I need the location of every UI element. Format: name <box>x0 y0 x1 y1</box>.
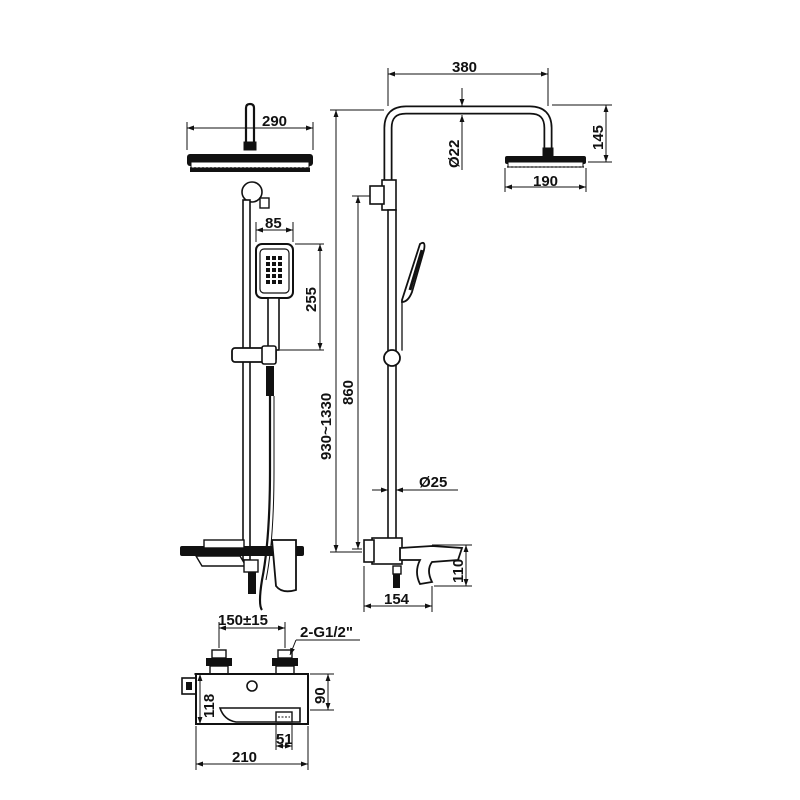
dim-label-head-offset: 145 <box>590 125 607 150</box>
dim-arm-length: 380 <box>387 59 549 106</box>
dim-head-width: 290 <box>186 113 314 150</box>
dim-label-body-width: 210 <box>232 749 257 766</box>
dim-label-valve-depth: 154 <box>384 591 410 608</box>
dim-label-inlet-thread: 2-G1/2" <box>300 624 353 641</box>
dim-label-head-diameter: 190 <box>533 173 558 190</box>
side-hand-shower <box>401 241 426 351</box>
dim-spout-width: 51 <box>275 724 293 750</box>
dim-label-valve-height: 110 <box>450 559 467 583</box>
front-mixer <box>243 539 297 594</box>
side-slide-holder <box>383 349 401 367</box>
dim-label-handset-height: 255 <box>303 287 320 312</box>
dim-body-height: 90 <box>310 673 334 711</box>
head-connector <box>243 141 257 151</box>
front-hand-shower <box>255 243 294 351</box>
dim-label-pipe-diameter: Ø22 <box>446 140 463 168</box>
diverter-knob <box>241 181 263 203</box>
hose-connector <box>266 366 274 396</box>
dim-outlet-height: 118 <box>194 673 218 724</box>
front-shower-head <box>187 154 313 172</box>
dim-rod-diameter: Ø25 <box>372 474 458 493</box>
riser-top-hook <box>244 102 256 150</box>
dim-height-range: 930~1330 <box>318 109 384 553</box>
valve-inlet-right <box>272 649 298 675</box>
diverter-valve <box>259 197 270 209</box>
dim-handset-width: 85 <box>255 215 294 242</box>
dim-head-offset: 145 <box>552 104 612 163</box>
side-head-connector <box>542 147 554 157</box>
dim-handset-height: 255 <box>280 243 324 351</box>
dim-label-slide-height: 860 <box>340 380 357 405</box>
dim-label-head-width: 290 <box>262 113 287 130</box>
dim-slide-height: 860 <box>340 195 370 550</box>
dim-label-rod-diameter: Ø25 <box>419 474 447 491</box>
dim-pipe-diameter: Ø22 <box>446 88 465 170</box>
valve-button <box>246 680 258 692</box>
hose <box>258 396 272 611</box>
dim-valve-height: 110 <box>432 544 472 587</box>
dim-body-width: 210 <box>195 726 309 770</box>
side-mixer <box>363 537 464 588</box>
valve-inlet-left <box>206 649 232 675</box>
riser-pipe <box>242 199 251 561</box>
dim-label-inlet-spacing: 150±15 <box>218 612 268 629</box>
side-shower-head <box>505 156 586 168</box>
dim-valve-depth: 154 <box>363 566 433 612</box>
dim-label-spout-width: 51 <box>276 731 293 748</box>
dim-head-diameter: 190 <box>504 168 587 192</box>
dim-label-body-height: 90 <box>312 687 329 704</box>
dim-inlet-spacing: 150±15 <box>218 612 286 648</box>
dim-label-handset-width: 85 <box>265 215 282 232</box>
front-view: 290 85 255 <box>180 102 324 611</box>
side-view: 380 145 Ø22 190 930~1330 <box>318 59 612 612</box>
dim-label-outlet-height: 118 <box>201 694 218 718</box>
dim-inlet-thread: 2-G1/2" <box>289 624 360 656</box>
dim-label-arm-length: 380 <box>452 59 477 76</box>
dim-label-height-range: 930~1330 <box>318 393 335 460</box>
valve-view: 150±15 2-G1/2" 90 118 210 <box>181 612 360 770</box>
side-riser <box>387 209 397 541</box>
